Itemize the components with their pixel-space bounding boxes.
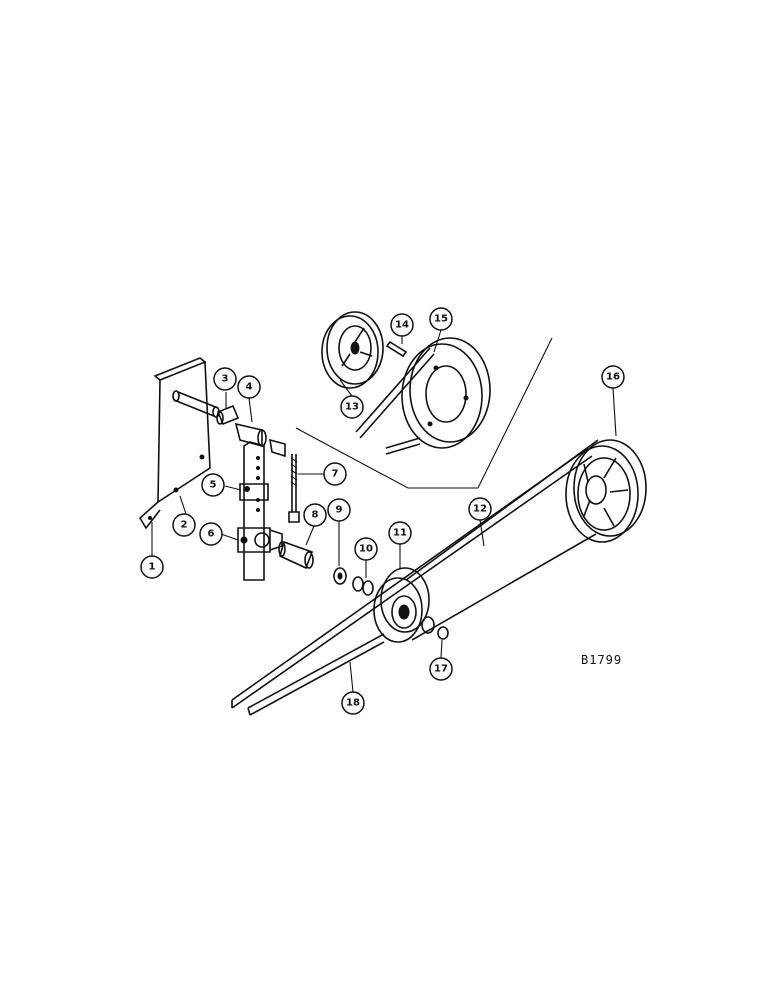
callout-label: 1 (149, 562, 156, 573)
callout-17: 17 (429, 657, 453, 681)
callout-label: 4 (246, 382, 253, 393)
washer (333, 567, 347, 585)
inset-key (385, 340, 408, 358)
bolt (288, 454, 300, 523)
v-belt-18 (247, 633, 385, 716)
shaft (172, 390, 220, 418)
callout-4: 4 (237, 375, 261, 399)
large-pulley (565, 439, 647, 543)
callout-label: 6 (208, 529, 215, 540)
callout-18: 18 (341, 691, 365, 715)
callout-6: 6 (199, 522, 223, 546)
callout-15: 15 (429, 307, 453, 331)
callout-label: 16 (606, 372, 620, 383)
snap-ring (352, 576, 374, 596)
callout-14: 14 (390, 313, 414, 337)
figure-code: B1799 (581, 653, 622, 667)
callout-11: 11 (388, 521, 412, 545)
callout-12: 12 (468, 497, 492, 521)
bearing (421, 616, 449, 640)
inset-small-pulley (321, 311, 384, 389)
inset-divider-line (295, 337, 553, 489)
callout-label: 11 (393, 528, 407, 539)
callout-label: 9 (336, 505, 343, 516)
callout-label: 12 (473, 504, 487, 515)
callout-2: 2 (172, 513, 196, 537)
callout-label: 10 (359, 544, 373, 555)
adjustable-arm (237, 441, 283, 581)
bushing (216, 404, 240, 426)
callout-label: 17 (434, 664, 448, 675)
leader-lines (151, 329, 617, 693)
callout-7: 7 (323, 462, 347, 486)
mounting-plate (138, 357, 211, 530)
callout-label: 5 (210, 480, 217, 491)
callout-label: 2 (181, 520, 188, 531)
callout-label: 3 (222, 374, 229, 385)
callout-1: 1 (140, 555, 164, 579)
callout-label: 13 (345, 402, 359, 413)
inset-belt (355, 347, 435, 455)
callout-label: 15 (434, 314, 448, 325)
callout-label: 18 (346, 698, 360, 709)
callout-5: 5 (201, 473, 225, 497)
v-belt-12 (231, 439, 599, 709)
callout-8: 8 (303, 503, 327, 527)
callout-3: 3 (213, 367, 237, 391)
pivot-pin (278, 540, 314, 570)
callout-label: 7 (332, 469, 339, 480)
inset-large-sheave (401, 337, 491, 449)
callout-label: 14 (395, 320, 409, 331)
callout-10: 10 (354, 537, 378, 561)
callout-9: 9 (327, 498, 351, 522)
callout-13: 13 (340, 395, 364, 419)
idler-pulley (373, 567, 430, 643)
callout-16: 16 (601, 365, 625, 389)
callout-label: 8 (312, 510, 319, 521)
